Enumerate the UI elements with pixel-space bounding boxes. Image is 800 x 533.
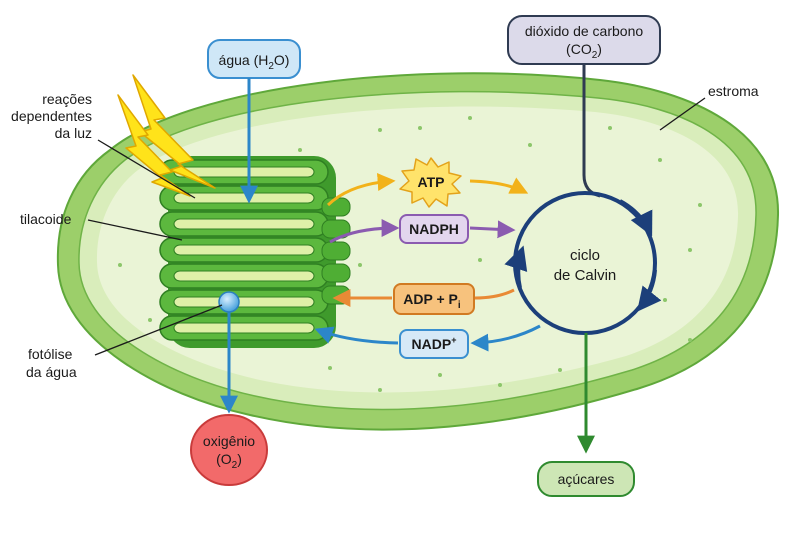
photolysis-label-1: fotólise [28, 346, 73, 362]
nadp-arrow-left [314, 326, 399, 345]
adp-label: ADP + Pi [403, 291, 461, 311]
atp-burst [399, 157, 462, 208]
stroma-lamella [321, 241, 351, 261]
stroma-lamella [321, 263, 351, 283]
stroma-ribosome-dots [118, 116, 702, 392]
stroma-dot [558, 368, 562, 372]
stroma-dot [418, 126, 422, 130]
nadph-box [399, 214, 469, 244]
light-label-2: dependentes [11, 108, 92, 124]
thylakoid-lumen [173, 270, 315, 282]
stroma-dot [478, 258, 482, 262]
label-leaders [87, 97, 706, 356]
grana-stack [159, 156, 351, 348]
nadph-arrow-left [329, 219, 400, 244]
nadp-arrow-right [470, 324, 541, 352]
stroma-label: estroma [708, 83, 759, 99]
thylakoid-lumen [173, 218, 315, 230]
nadp-box [399, 329, 469, 359]
lightning-icon [117, 74, 216, 197]
sugars-output: açúcares [537, 333, 635, 497]
co2-label-line2: (CO2) [566, 41, 602, 61]
oxygen-label-line1: oxigênio [203, 433, 255, 449]
stroma-dot [698, 203, 702, 207]
water-input: água (H2O) [207, 39, 301, 204]
photolysis-label: fotólise da água [26, 346, 77, 380]
stroma-dot [663, 298, 667, 302]
water-box [207, 39, 301, 79]
thylakoid-lumen [173, 322, 315, 334]
water-label: água (H2O) [219, 52, 290, 72]
sugars-box [537, 461, 635, 497]
calvin-label-2: de Calvin [554, 267, 617, 284]
stroma-dot [378, 128, 382, 132]
nadph-label: NADPH [409, 221, 459, 237]
stroma-dot [118, 263, 122, 267]
calvin-arrow-top [619, 199, 653, 237]
stroma-dot [688, 338, 692, 342]
nadph-flow: NADPH [329, 214, 516, 244]
stroma-dot [378, 388, 382, 392]
atp-arrow-left [326, 173, 396, 207]
adp-arrow-right [474, 288, 515, 300]
light-label-1: reações [42, 91, 92, 107]
adp-box [393, 283, 475, 315]
nadp-label: NADP+ [412, 335, 457, 352]
oxygen-output: oxigênio (O2) [190, 414, 268, 486]
stroma-dot [298, 148, 302, 152]
light-reactions-label: reações dependentes da luz [11, 91, 92, 141]
stroma-dot [358, 263, 362, 267]
nadp-flow: NADP+ [314, 324, 541, 359]
atp-flow: ATP [326, 157, 529, 208]
calvin-arrow-right [637, 269, 662, 312]
calvin-label-1: ciclo [570, 247, 600, 264]
calvin-arrow-left [504, 245, 528, 289]
stroma-dot [688, 248, 692, 252]
stroma-lamella [321, 285, 351, 305]
calvin-cycle: ciclo de Calvin [504, 191, 662, 335]
photolysis-label-2: da água [26, 364, 77, 380]
thylakoid-lumen [173, 244, 315, 256]
stroma-dot [468, 116, 472, 120]
oxygen-label-line2: (O2) [216, 451, 242, 471]
stroma-lamella [321, 197, 351, 217]
co2-label-line1: dióxido de carbono [525, 23, 644, 39]
stroma-dot [438, 373, 442, 377]
thylakoid-lumen [173, 296, 315, 308]
stroma-dot [608, 126, 612, 130]
water-drop-icon [218, 291, 240, 313]
light-label-3: da luz [55, 125, 92, 141]
stroma-dot [658, 158, 662, 162]
sugars-label: açúcares [558, 471, 615, 487]
stroma-dot [328, 366, 332, 370]
adp-flow: ADP + Pi [332, 283, 515, 315]
thylakoid-label: tilacoide [20, 211, 72, 227]
oxygen-box [190, 414, 268, 486]
atp-label: ATP [418, 174, 445, 190]
atp-arrow-right [469, 177, 529, 194]
photolysis-site [218, 291, 240, 414]
stroma-dot [498, 383, 502, 387]
nadph-arrow-right [469, 220, 516, 239]
stroma-dot [528, 143, 532, 147]
stroma-dot [148, 318, 152, 322]
